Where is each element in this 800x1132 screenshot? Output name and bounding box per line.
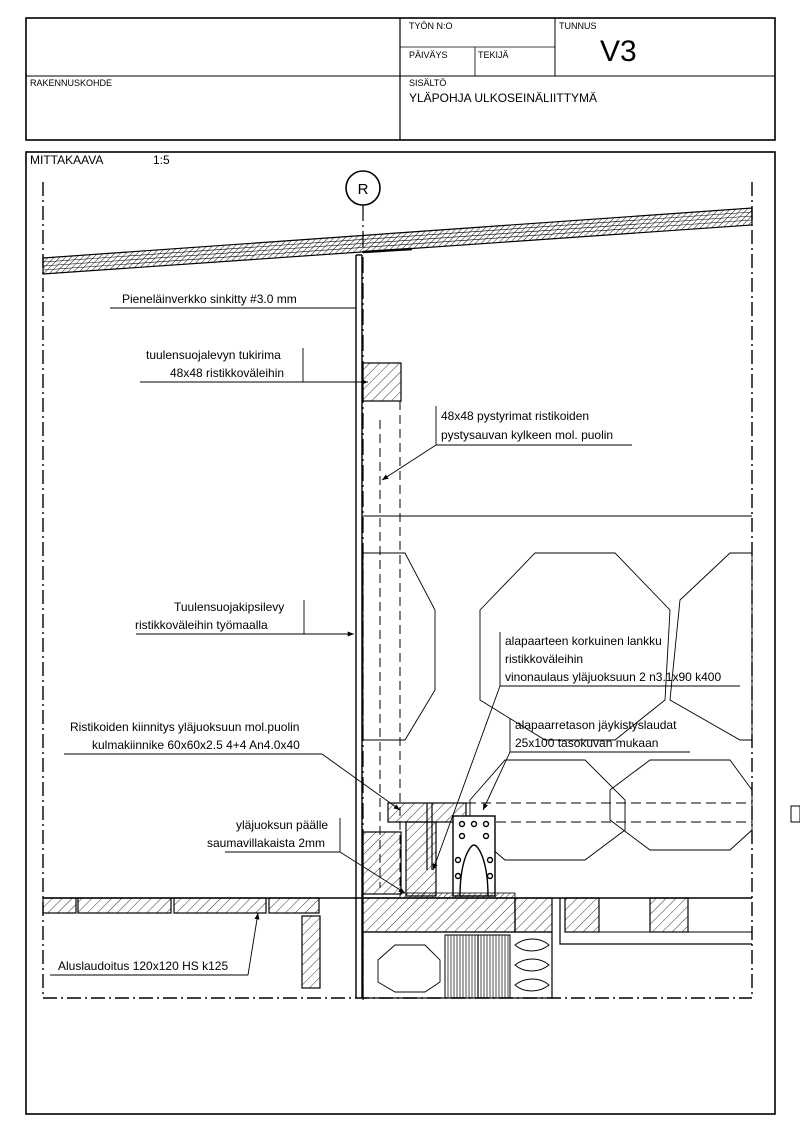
vertical-battens	[379, 401, 401, 888]
sisalto-value: YLÄPOHJA ULKOSEINÄLIITTYMÄ	[409, 91, 597, 105]
label-kipsilevy-1: Tuulensuojakipsilevy	[174, 600, 284, 614]
label-lankku-2: ristikkoväleihin	[505, 652, 583, 666]
soffit-boards	[42, 897, 321, 989]
tyon-no-label: TYÖN N:O	[409, 21, 453, 31]
scale-value: 1:5	[153, 153, 170, 167]
label-kiinnitys-2: kulmakiinnike 60x60x2.5 4+4 An4.0x40	[92, 738, 300, 752]
angle-bracket	[452, 815, 496, 897]
leader-lines	[50, 307, 740, 976]
support-batten	[362, 362, 402, 402]
label-kiinnitys-1: Ristikoiden kiinnitys yläjuoksuun mol.pu…	[70, 720, 299, 734]
seam-wool-strip	[399, 892, 516, 899]
label-pienelainverkko: Pieneläinverkko sinkitty #3.0 mm	[122, 292, 297, 306]
rakennuskohde-label: RAKENNUSKOHDE	[30, 78, 112, 88]
label-lankku-1: alapaarteen korkuinen lankku	[505, 634, 662, 648]
label-aluslaudoitus: Aluslaudoitus 120x120 HS k125	[58, 959, 228, 973]
bracing-boards	[466, 802, 752, 823]
label-tukirima-1: tuulensuojalevyn tukirima	[146, 348, 281, 362]
label-tukirima-2: 48x48 ristikkoväleihin	[170, 366, 284, 380]
roof-layers	[42, 207, 753, 275]
wall-below	[362, 931, 553, 999]
label-lankku-3: vinonaulaus yläjuoksuun 2 n3.1x90 k400	[505, 670, 721, 684]
drawing-frame: MITTAKAAVA 1:5	[25, 151, 800, 1115]
label-jaykistys-1: alapaarretason jäykistyslaudat	[515, 718, 677, 732]
label-jaykistys-2: 25x100 tasokuvan mukaan	[515, 736, 658, 750]
grid-marker-r: R	[358, 181, 369, 198]
sisalto-label: SISÄLTÖ	[409, 78, 446, 88]
top-plate	[362, 897, 553, 933]
paivays-label: PÄIVÄYS	[409, 50, 448, 60]
annotation-labels: Pieneläinverkko sinkitty #3.0 mm tuulens…	[58, 292, 721, 973]
truss-outlines	[362, 552, 753, 861]
truss-chord-assembly	[362, 802, 467, 897]
label-pystyrimat-1: 48x48 pystyrimat ristikoiden	[441, 409, 589, 423]
tunnus-value: V3	[600, 35, 637, 68]
label-pystyrimat-2: pystysauvan kylkeen mol. puolin	[441, 428, 613, 442]
scale-label: MITTAKAAVA	[30, 153, 103, 167]
tunnus-label: TUNNUS	[559, 21, 597, 31]
label-kipsilevy-2: ristikkoväleihin työmaalla	[135, 618, 268, 632]
label-villakaista-2: saumavillakaista 2mm	[207, 836, 325, 850]
title-block: TYÖN N:O TUNNUS V3 PÄIVÄYS TEKIJÄ RAKENN…	[25, 17, 776, 141]
tekija-label: TEKIJÄ	[478, 50, 509, 60]
wind-board	[355, 254, 363, 998]
label-villakaista-1: yläjuoksun päälle	[236, 818, 328, 832]
ceiling-boards	[559, 897, 752, 945]
